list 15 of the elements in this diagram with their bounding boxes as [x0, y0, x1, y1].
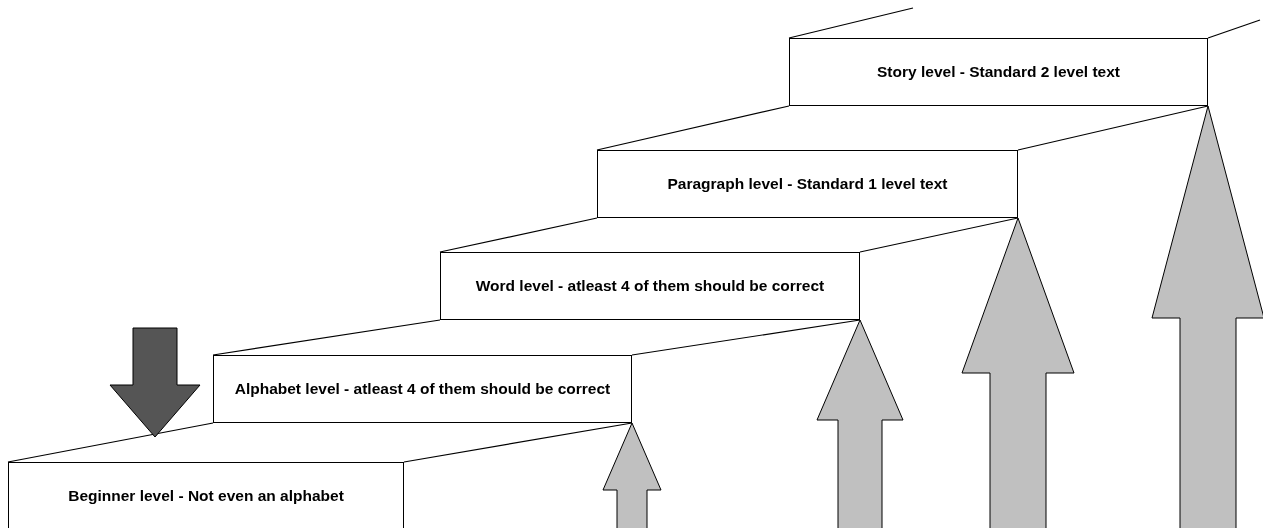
block-arrow [816, 319, 904, 528]
step-box [8, 462, 404, 528]
block-arrow [602, 422, 662, 528]
step-box [789, 38, 1208, 106]
step-box [597, 150, 1018, 218]
step-label: Beginner level - Not even an alphabet [67, 486, 345, 506]
step-label: Word level - atleast 4 of them should be correct [474, 276, 826, 296]
block-arrow [109, 327, 201, 438]
step-box [213, 355, 632, 423]
step-label: Alphabet level - atleast 4 of them should be correct [233, 379, 612, 399]
block-arrow [1151, 105, 1263, 528]
block-arrow [961, 217, 1075, 528]
step-label: Paragraph level - Standard 1 level text [666, 174, 949, 194]
step-label: Story level - Standard 2 level text [876, 62, 1121, 82]
step-box [440, 252, 860, 320]
